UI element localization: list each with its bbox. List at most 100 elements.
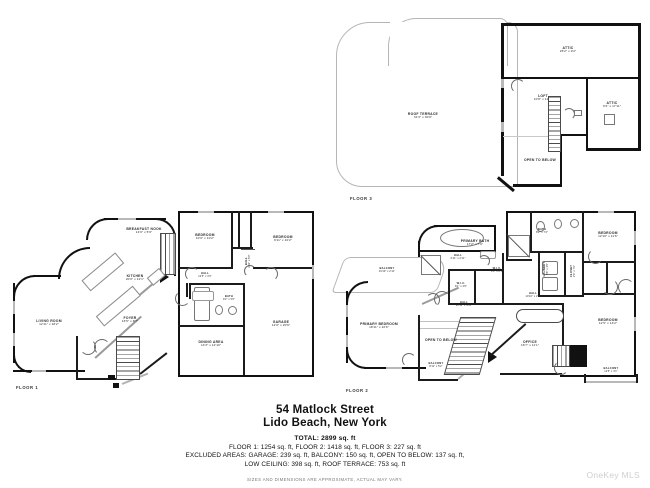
onekey-mls-watermark: OneKey MLS [586,470,640,480]
room-label-office: OFFICE 16'7" x 11'1" [520,339,540,348]
f2-wall-bottom-r [560,374,636,377]
f2-wall-office-top [562,303,564,355]
f2-window-right-2 [633,317,636,331]
f2-wall-cl-mid-r [606,261,608,293]
f1-stairs-kitchen [160,233,176,275]
f2-black-block [569,345,587,367]
roof-terrace-fill [390,22,506,70]
door-jamb-attic-right [574,110,582,116]
f1-wall-step-black-1 [108,375,115,380]
floor3-wall-left [501,23,504,166]
f2-wall-laundry-l [538,251,540,297]
f2-wall-pb-curve [418,225,438,245]
room-label-dining-area: DINING AREA 14'3" x 12'10" [198,339,224,348]
room-label-balcony-lower-left: BALCONY 8'11" x 5'2" [428,361,444,369]
f1-wall-bath-bottom [189,325,245,327]
room-label-open-to-below-f3: OPEN TO BELOW [523,157,557,162]
washer [542,261,558,275]
f2-wall-wic-left [448,269,450,305]
f1-window-top-2 [268,211,284,214]
room-label-hall-f2-1: HALL 6'11" x 2'11" [450,253,466,261]
f2-wall-wic-bot [448,303,502,305]
room-label-living-room: LIVING ROOM 12'11" x 18'2" [36,318,62,327]
door-primary-bath [478,255,490,267]
f1-wall-bed1-bottom [178,267,232,269]
f1-wall-lr-tl-curve [13,275,35,297]
floor-1-caption: FLOOR 1 [16,385,39,390]
f2-wall-stairwall-diag [489,323,527,357]
f2-wall-pbr-bl [346,349,366,369]
room-label-primary-bedroom: PRIMARY BEDROOM 18'11" x 22'6" [360,321,398,330]
room-label-bedroom-1: BEDROOM 10'0" x 10'2" [195,232,215,241]
floor3-stairs [548,96,561,152]
toilet [215,305,223,315]
f1-wall-closet-r [250,211,252,249]
floor-3-plan: ROOF TERRACE 31'3" x 30'9" ATTIC 25'2" x… [0,0,650,205]
f1-wall-top-right [178,211,314,214]
f2-wall-laundry-b [538,295,584,297]
f2-wall-wic-mid [474,269,476,303]
room-label-bedroom-top-right: BEDROOM 12'10" x 11'6" [598,230,618,239]
room-label-garage: GARAGE 12'0" x 20'6" [271,319,291,328]
f2-wall-office-bot [500,373,562,375]
f1-wall-hallbath-top [189,283,245,285]
room-label-balcony-lower-right: BALCONY 12'5" x 3'1" [603,366,619,374]
floor3-wall-bottom [513,184,562,187]
sink [228,306,237,315]
f1-window-top-1 [198,211,214,214]
door-bedroom-tr [588,249,603,264]
f2-wall-bed-tr-bot [584,261,636,263]
floor-2-caption: FLOOR 2 [346,388,369,393]
f1-wall-bottom-rt [178,374,314,377]
door-hall-closet [244,265,256,277]
door-closet-br2 [618,279,634,295]
room-label-attic-right: ATTIC 9'2" x 17'11" [602,100,622,109]
door-closet-br [602,279,618,295]
f2-balcony-lower-left-b [418,379,458,381]
f2-wall-hall-right [502,253,504,305]
f1-window-lr-1 [13,301,16,314]
floor3-wall-loft-bottom-step [560,134,588,137]
f2-wall-pb-bot [418,250,496,253]
excluded-areas: EXCLUDED AREAS: GARAGE: 239 sq. ft, BALC… [185,452,465,459]
f2-wall-hall2-bot [502,303,562,305]
f1-wall-closet-b [231,247,253,249]
f2-window-right-1 [633,231,636,245]
disclaimer: SIZES AND DIMENSIONS ARE APPROXIMATE, AC… [246,476,404,482]
f2-window-top-1 [598,211,614,214]
f2-wall-bath-b [530,251,584,253]
toilet-f2-1 [536,221,545,232]
door-wic-second [426,293,440,307]
door-bath [175,291,190,306]
f1-stairs-arrow [160,271,169,283]
floor3-rail-line [503,136,561,137]
floor3-wall-top [501,23,641,26]
f2-stairs-main [443,317,497,375]
dryer [542,277,558,291]
f1-wall-lr-left [13,283,16,363]
primary-tub [440,229,484,247]
room-label-kitchen: KITCHEN 20'0" x 12'1" [125,273,145,282]
f2-balcony-right-l [584,374,586,383]
floor3-wall-opening-1 [501,79,504,88]
floor-3-caption: FLOOR 3 [350,196,373,201]
f2-window-pbr-3 [386,366,402,369]
f2-curve-office [516,309,564,323]
f2-rail-otb-1 [420,321,470,322]
f2-wall-pb-top [434,225,496,228]
floor3-wall-attic-r-right [638,76,641,151]
f1-window-right-1 [311,265,314,279]
vanity [192,291,214,301]
f1-wall-bed2-bottom [253,267,312,269]
f1-wall-garage-left [243,302,245,375]
address-line-2: Lido Beach, New York [263,417,387,429]
f2-wall-shower-b [506,259,532,261]
f2-wall-pb-right [494,225,497,252]
room-label-bedroom-2: BEDROOM 9'11" x 10'2" [273,234,293,243]
floor3-wall-opening-2 [501,122,504,132]
f1-wall-bed1-right [231,211,233,269]
f2-wall-bath-l [530,211,532,253]
f1-wall-hall-left [186,283,188,297]
f1-wall-porch-bottom [76,378,122,380]
